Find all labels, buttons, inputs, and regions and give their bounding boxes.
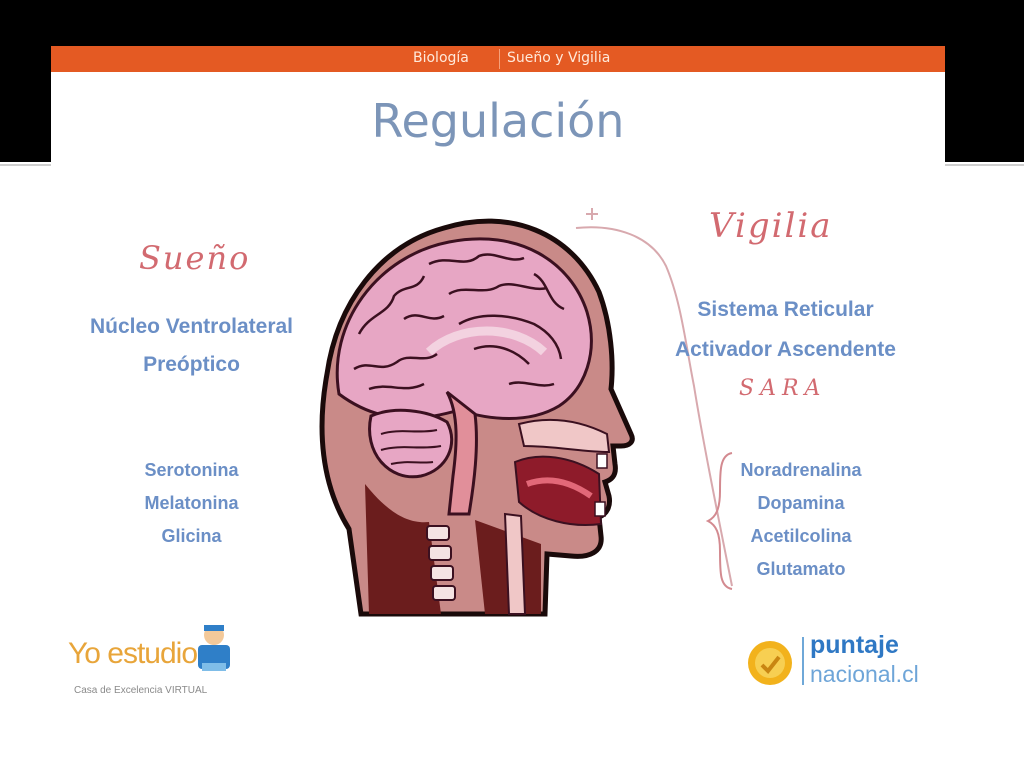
left-region-line-2: Preóptico — [143, 353, 240, 376]
yo-estudio-tagline: Casa de Excelencia VIRTUAL — [74, 685, 208, 696]
medal-icon — [748, 641, 792, 685]
puntaje-text: puntaje — [810, 631, 899, 659]
left-neurotransmitter-list: Serotonina Melatonina Glicina — [109, 454, 274, 553]
list-item: Melatonina — [144, 493, 239, 513]
list-item: Serotonina — [144, 460, 239, 480]
list-item: Glutamato — [756, 559, 846, 579]
header-bar: Biología Sueño y Vigilia — [51, 46, 945, 72]
left-divider-line — [0, 164, 51, 166]
list-brace — [706, 452, 733, 590]
right-neurotransmitter-list: Noradrenalina Dopamina Acetilcolina Glut… — [711, 454, 891, 586]
right-region-line-2: Activador Ascendente — [675, 338, 896, 361]
header-tab-biologia: Biología — [413, 50, 469, 66]
list-item: Glicina — [161, 526, 222, 546]
head-brain-illustration — [319, 218, 635, 617]
list-item: Dopamina — [757, 493, 845, 513]
left-region-name: Núcleo Ventrolateral Preóptico — [79, 308, 304, 384]
annotation-pen-line — [575, 208, 733, 587]
right-region-name: Sistema Reticular Activador Ascendente — [663, 290, 908, 370]
slide-title: Regulación — [371, 94, 625, 148]
right-region-line-1: Sistema Reticular — [697, 298, 874, 321]
handwritten-sueno-label: Sueño — [139, 239, 251, 277]
handwritten-sara-acronym: SARA — [739, 376, 827, 401]
list-item: Noradrenalina — [740, 460, 862, 480]
nacional-cl-text: nacional.cl — [810, 661, 919, 687]
puntaje-nacional-logo: puntaje nacional.cl — [746, 631, 936, 701]
yo-estudio-logo: Yo estudio Casa de Excelencia VIRTUAL — [68, 625, 248, 706]
logo-divider — [802, 637, 804, 685]
slide: Biología Sueño y Vigilia Regulación Sueñ… — [51, 46, 945, 736]
student-mascot-icon — [198, 625, 230, 671]
handwritten-vigilia-label: Vigilia — [709, 206, 833, 246]
yo-estudio-logo-text: Yo estudio — [68, 637, 198, 670]
header-tab-sueno-vigilia: Sueño y Vigilia — [507, 50, 611, 66]
list-item: Acetilcolina — [750, 526, 852, 546]
header-tab-divider — [499, 49, 500, 69]
right-divider-line — [945, 164, 1024, 166]
left-region-line-1: Núcleo Ventrolateral — [89, 315, 294, 338]
